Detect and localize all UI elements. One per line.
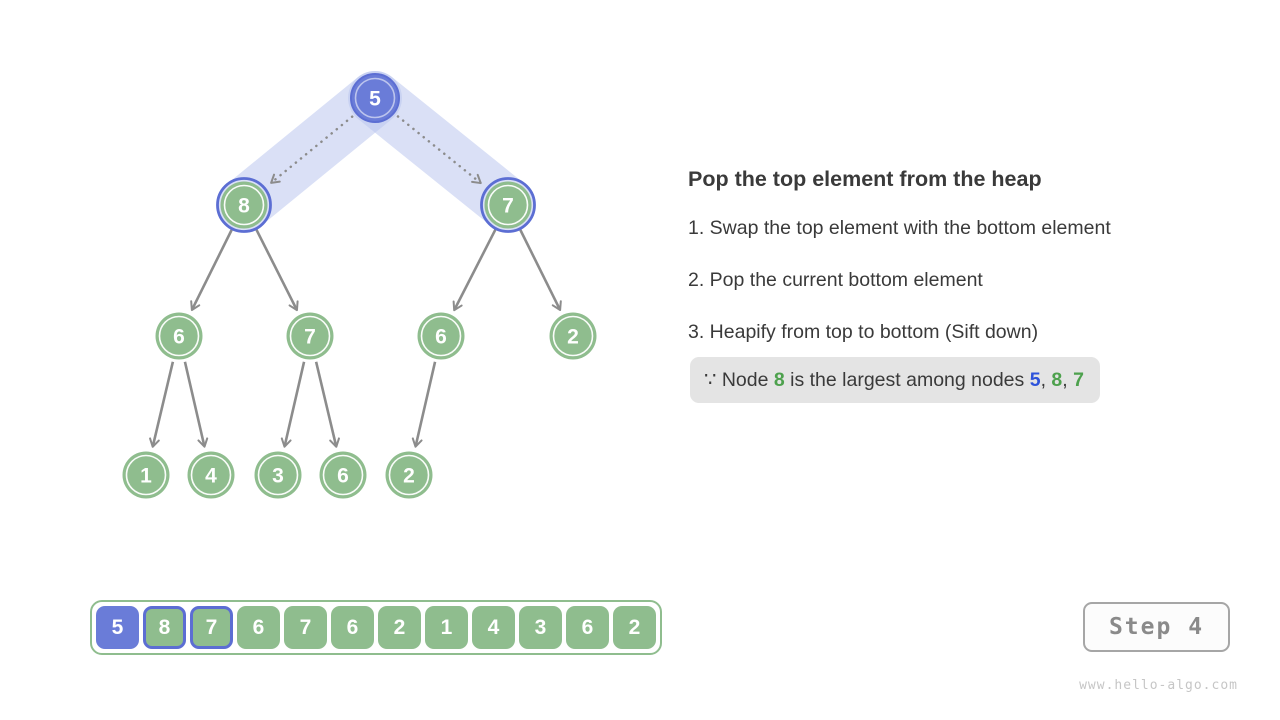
tree-edge-0 (190, 228, 234, 312)
tree-edge-3 (518, 228, 562, 312)
step-instruction-1: 1. Swap the top element with the bottom … (688, 217, 1111, 239)
swap-arrow-0 (270, 115, 354, 184)
tree-node-7-value-1: 1 (122, 451, 170, 499)
step-counter-badge: Step 4 (1083, 602, 1230, 652)
array-cell-0: 5 (96, 606, 139, 649)
tree-edge-8 (411, 361, 437, 448)
svg-text:2: 2 (567, 326, 579, 349)
tree-node-2-value-7: 7 (480, 177, 536, 233)
tree-node-0-value-5: 5 (350, 73, 400, 123)
note-segment-0: ∵ Node (704, 369, 774, 391)
note-segment-2: is the largest among nodes (784, 368, 1030, 391)
step-instruction-3: 3. Heapify from top to bottom (Sift down… (688, 321, 1039, 343)
highlight-band-0 (217, 71, 402, 232)
site-watermark: www.hello-algo.com (1079, 678, 1238, 693)
array-cell-5: 6 (331, 606, 374, 649)
tree-node-4-value-7: 7 (286, 312, 334, 360)
note-callout: ∵ Node 8 is the largest among nodes 5, 8… (690, 357, 1100, 403)
svg-text:3: 3 (272, 465, 284, 488)
tree-node-10-value-6: 6 (319, 451, 367, 499)
tree-edge-4 (149, 361, 175, 448)
panel-title: Pop the top element from the heap (688, 167, 1042, 191)
tree-node-8-value-4: 4 (187, 451, 235, 499)
svg-text:6: 6 (173, 326, 185, 349)
array-cell-2: 7 (190, 606, 233, 649)
svg-text:5: 5 (369, 88, 381, 111)
array-cell-9: 3 (519, 606, 562, 649)
swap-arrow-1 (396, 115, 482, 185)
array-cell-6: 2 (378, 606, 421, 649)
step-instruction-2: 2. Pop the current bottom element (688, 269, 983, 291)
svg-text:7: 7 (304, 326, 316, 349)
tree-node-5-value-6: 6 (417, 312, 465, 360)
tree-node-9-value-3: 3 (254, 451, 302, 499)
array-cell-7: 1 (425, 606, 468, 649)
svg-text:4: 4 (205, 465, 217, 488)
tree-node-1-value-8: 8 (216, 177, 272, 233)
tree-node-11-value-2: 2 (385, 451, 433, 499)
array-cell-10: 6 (566, 606, 609, 649)
note-segment-6: , (1062, 368, 1074, 391)
svg-text:6: 6 (435, 326, 447, 349)
tree-edge-5 (183, 361, 209, 448)
tree-edge-6 (280, 361, 306, 448)
array-cell-11: 2 (613, 606, 656, 649)
tree-node-6-value-2: 2 (549, 312, 597, 360)
svg-text:6: 6 (337, 465, 349, 488)
tree-edge-7 (314, 361, 340, 448)
note-segment-5: 8 (1051, 368, 1063, 391)
svg-text:1: 1 (140, 465, 152, 488)
tree-node-3-value-6: 6 (155, 312, 203, 360)
note-segment-3: 5 (1029, 368, 1041, 391)
note-segment-1: 8 (773, 368, 785, 391)
svg-text:7: 7 (502, 195, 514, 218)
svg-text:2: 2 (403, 465, 415, 488)
tree-edge-2 (452, 228, 498, 312)
tree-edge-1 (254, 228, 299, 312)
array-cell-3: 6 (237, 606, 280, 649)
note-segment-4: , (1040, 368, 1052, 391)
svg-text:8: 8 (238, 195, 250, 218)
array-cell-1: 8 (143, 606, 186, 649)
note-segment-7: 7 (1073, 368, 1084, 391)
array-cell-4: 7 (284, 606, 327, 649)
array-cell-8: 4 (472, 606, 515, 649)
